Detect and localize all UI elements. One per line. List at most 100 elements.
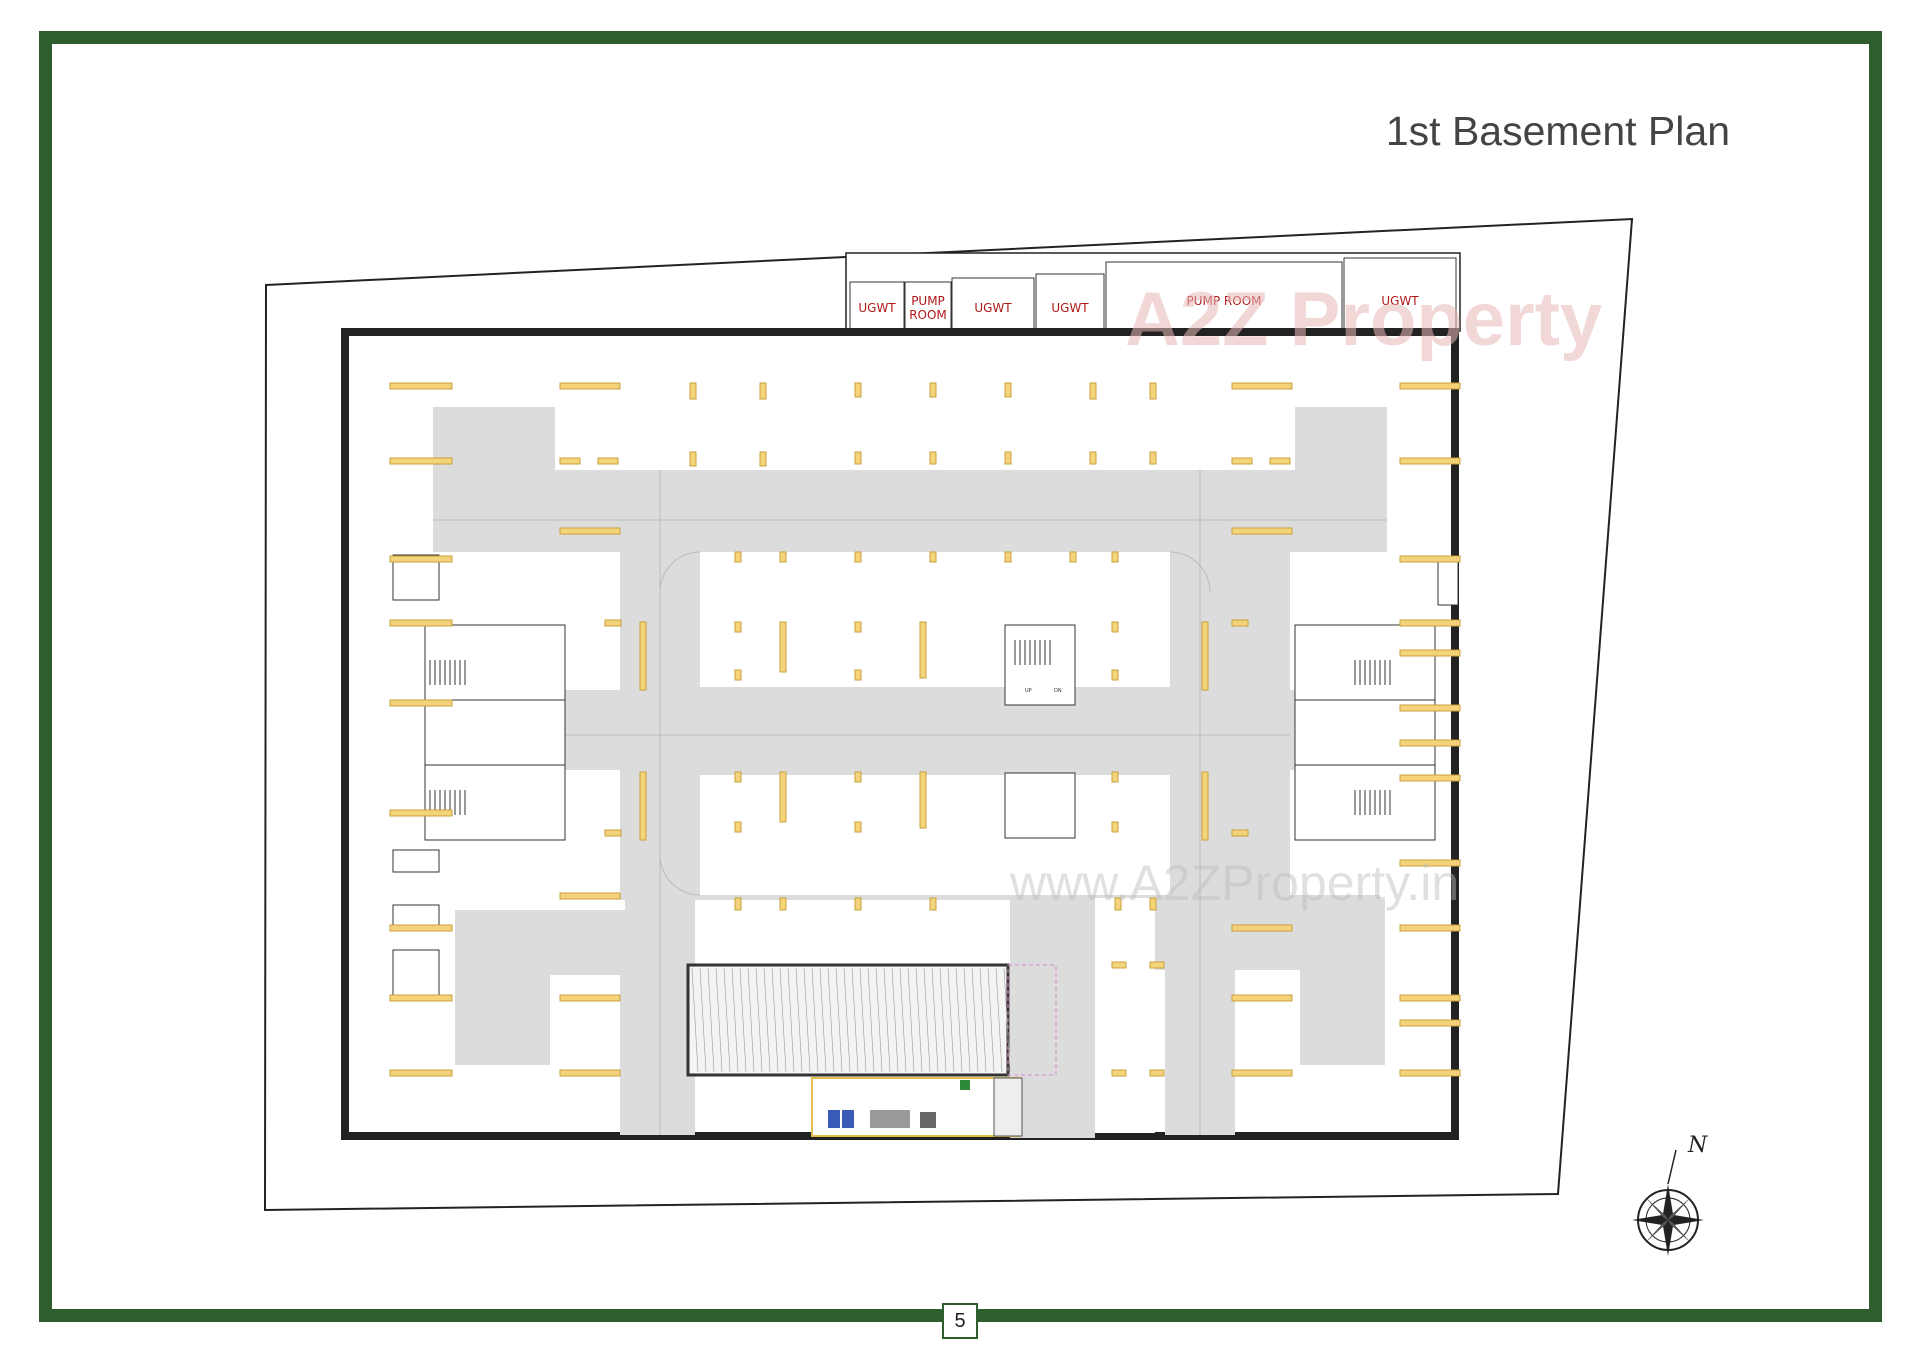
column bbox=[559, 892, 621, 900]
ramp-hatch-line bbox=[779, 967, 787, 1073]
column bbox=[1111, 621, 1119, 633]
ramp-hatch-line bbox=[963, 967, 971, 1073]
column bbox=[1399, 649, 1461, 657]
column bbox=[604, 619, 622, 627]
column bbox=[389, 619, 453, 627]
ramp-hatch-line bbox=[747, 967, 755, 1073]
column bbox=[1399, 859, 1461, 867]
column bbox=[1399, 1019, 1461, 1027]
stair-up-label: UP bbox=[1025, 688, 1032, 694]
ramp-hatch-line bbox=[899, 967, 907, 1073]
column bbox=[1004, 551, 1012, 563]
column bbox=[1399, 555, 1461, 563]
column bbox=[1231, 924, 1293, 932]
column bbox=[734, 771, 742, 783]
column bbox=[929, 382, 937, 398]
tank-label-3: UGWT bbox=[974, 301, 1012, 315]
column bbox=[919, 621, 927, 679]
column bbox=[1111, 1069, 1127, 1077]
column bbox=[854, 621, 862, 633]
column bbox=[854, 897, 862, 911]
watermark-logo: A2Z Property bbox=[1125, 277, 1602, 362]
tank-labels: UGWT PUMP ROOM UGWT UGWT PUMP ROOM UGWT bbox=[858, 294, 1419, 322]
column bbox=[689, 451, 697, 467]
column bbox=[1201, 621, 1209, 691]
column bbox=[1111, 771, 1119, 783]
column bbox=[1111, 821, 1119, 833]
page-title: 1st Basement Plan bbox=[1385, 108, 1730, 154]
tank-label-4: UGWT bbox=[1051, 301, 1089, 315]
column bbox=[559, 382, 621, 390]
column bbox=[854, 821, 862, 833]
column bbox=[1399, 382, 1461, 390]
column bbox=[389, 924, 453, 932]
ramp-hatch-line bbox=[867, 967, 875, 1073]
column bbox=[639, 771, 647, 841]
tank-strip bbox=[845, 252, 1461, 332]
ramp-hatch-line bbox=[891, 967, 899, 1073]
ramp-hatch-line bbox=[723, 967, 731, 1073]
tank-label-1: UGWT bbox=[858, 301, 896, 315]
ramp bbox=[686, 963, 1057, 1077]
column bbox=[1089, 382, 1097, 400]
column bbox=[929, 551, 937, 563]
lift-stair-cores bbox=[392, 554, 1459, 996]
ramp-hatch-line bbox=[811, 967, 819, 1073]
page-number: 5 bbox=[942, 1303, 978, 1339]
column bbox=[1004, 382, 1012, 398]
ramp-hatch-line bbox=[835, 967, 843, 1073]
ramp-hatch-line bbox=[827, 967, 835, 1073]
ramp-hatch-line bbox=[739, 967, 747, 1073]
ramp-hatch-line bbox=[763, 967, 771, 1073]
column bbox=[779, 771, 787, 823]
compass-north-label: N bbox=[1687, 1133, 1708, 1158]
column bbox=[1201, 771, 1209, 841]
ramp-hatch-line bbox=[715, 967, 723, 1073]
column bbox=[734, 821, 742, 833]
tank-label-6: UGWT bbox=[1381, 294, 1419, 308]
column bbox=[389, 994, 453, 1002]
column bbox=[389, 555, 453, 563]
column bbox=[1149, 1069, 1165, 1077]
ramp-hatch-line bbox=[1003, 967, 1011, 1073]
column bbox=[734, 897, 742, 911]
column bbox=[1231, 1069, 1293, 1077]
column bbox=[1231, 829, 1249, 837]
core-room bbox=[424, 624, 566, 841]
column bbox=[559, 1069, 621, 1077]
ramp-hatch-line bbox=[923, 967, 931, 1073]
ramp-hatch-line bbox=[699, 967, 707, 1073]
ramp-hatch-line bbox=[915, 967, 923, 1073]
column bbox=[1149, 961, 1165, 969]
ramp-hatch-line bbox=[995, 967, 1003, 1073]
column bbox=[1004, 451, 1012, 465]
ramp-hatch-line bbox=[931, 967, 939, 1073]
column bbox=[759, 451, 767, 467]
column bbox=[1111, 961, 1127, 969]
ramp-hatch-line bbox=[731, 967, 739, 1073]
ramp-hatch-line bbox=[843, 967, 851, 1073]
column bbox=[734, 621, 742, 633]
ramp-hatch-line bbox=[955, 967, 963, 1073]
column bbox=[1111, 669, 1119, 681]
ramp-hatch-line bbox=[707, 967, 715, 1073]
ramp-hatch-line bbox=[819, 967, 827, 1073]
column bbox=[734, 669, 742, 681]
column bbox=[1399, 1069, 1461, 1077]
column bbox=[854, 382, 862, 398]
column bbox=[919, 771, 927, 829]
column bbox=[1231, 382, 1293, 390]
column bbox=[779, 621, 787, 673]
core-room bbox=[392, 849, 440, 873]
ramp-hatch-line bbox=[851, 967, 859, 1073]
column bbox=[1231, 457, 1253, 465]
ramp-hatch-line bbox=[907, 967, 915, 1073]
column bbox=[559, 527, 621, 535]
column bbox=[1399, 457, 1461, 465]
ramp-hatch-line bbox=[787, 967, 795, 1073]
ramp-hatch-line bbox=[691, 967, 699, 1073]
ramp-hatch-line bbox=[859, 967, 867, 1073]
column bbox=[929, 451, 937, 465]
ramp-hatch-line bbox=[883, 967, 891, 1073]
ramp-hatch-line bbox=[803, 967, 811, 1073]
